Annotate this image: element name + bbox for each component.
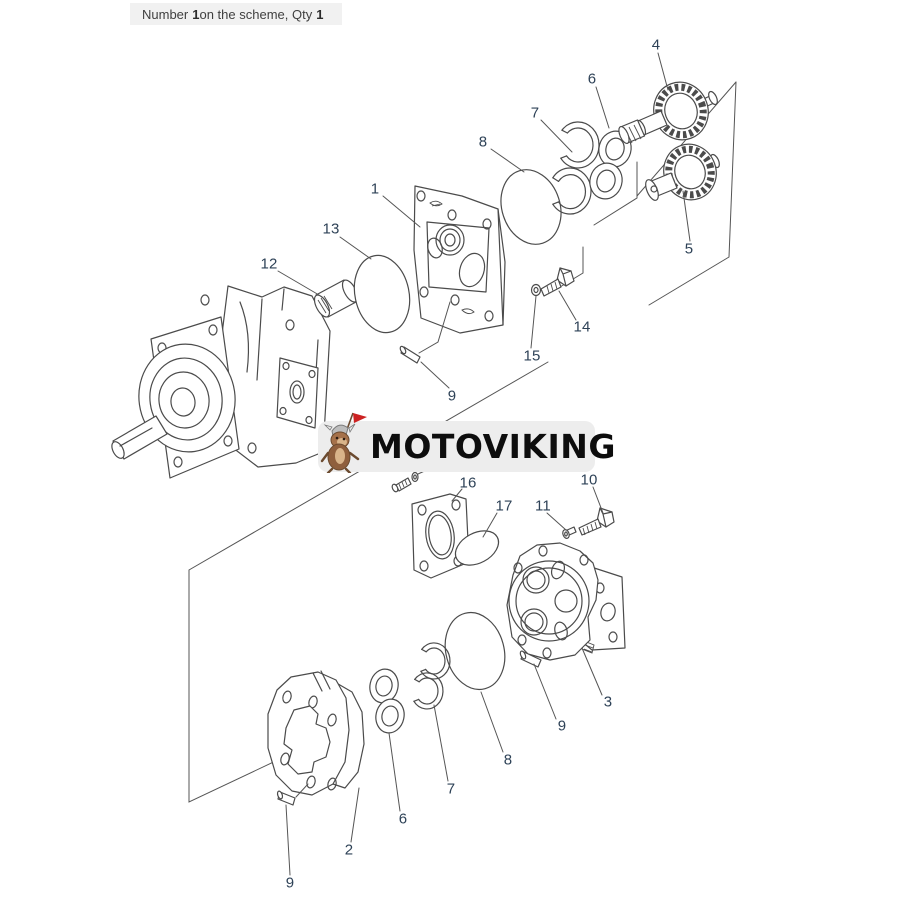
header-middle: on the scheme, Qty (199, 6, 313, 22)
seal-13-drawing (353, 254, 411, 334)
part-label-16: 16 (459, 474, 477, 492)
flange-2-drawing (267, 670, 365, 796)
part-label-7-bottom: 7 (446, 780, 456, 798)
part-label-8-bottom: 8 (503, 751, 513, 769)
oval-seal-8-bottom-drawing (444, 611, 506, 691)
part-label-9-bottom: 9 (285, 874, 295, 892)
part-label-4: 4 (651, 36, 661, 54)
pump-body-drawing (111, 285, 331, 479)
part-label-7-top: 7 (530, 104, 540, 122)
part-label-5: 5 (684, 240, 694, 258)
bolt-10-drawing (578, 507, 615, 536)
washer-15-drawing (530, 283, 542, 297)
viking-dog-mascot-icon (320, 412, 367, 473)
watermark-brand-text: MOTOVIKING (370, 427, 616, 466)
part-label-11: 11 (535, 497, 551, 515)
part-label-6-bottom: 6 (398, 810, 408, 828)
part-label-3: 3 (603, 693, 613, 711)
rear-cover-3-drawing (506, 542, 626, 661)
part-label-10: 10 (580, 471, 598, 489)
oring-17-drawing (454, 530, 500, 566)
part-label-2: 2 (344, 841, 354, 859)
part-label-15: 15 (523, 347, 541, 365)
screw-11-drawing (562, 526, 577, 539)
gear-4-drawing (618, 81, 718, 145)
part-label-17: 17 (495, 497, 513, 515)
part-label-6-top: 6 (587, 70, 597, 88)
header-number: 1 (192, 6, 200, 22)
header-prefix: Number (142, 6, 189, 22)
part-label-13: 13 (322, 220, 340, 238)
part-label-9-mid: 9 (557, 717, 567, 735)
pin-9-bottom-drawing (276, 783, 309, 806)
bearing-12-drawing (313, 279, 359, 318)
scheme-header: Number 1 on the scheme, Qty 1 (130, 3, 342, 25)
part-label-12: 12 (260, 255, 278, 273)
gasket-6-bottom-drawing (369, 668, 405, 734)
part-label-14: 14 (573, 318, 591, 336)
plate-16-drawing (411, 493, 470, 579)
leader-lines (277, 52, 691, 876)
snap-ring-7-bottom-drawing (413, 642, 451, 710)
part-label-8-top: 8 (478, 133, 488, 151)
motoviking-watermark: MOTOVIKING (318, 412, 615, 473)
cover-plate-1-drawing (413, 185, 506, 334)
gear-5-drawing (645, 143, 720, 201)
pin-9-mid-drawing (519, 650, 542, 668)
part-label-1: 1 (370, 180, 380, 198)
bolt-14-drawing (540, 267, 575, 297)
part-label-9-top: 9 (447, 387, 457, 405)
header-qty: 1 (316, 6, 324, 22)
pin-9-top-drawing (399, 301, 451, 364)
oval-seal-8-top-drawing (500, 169, 562, 245)
